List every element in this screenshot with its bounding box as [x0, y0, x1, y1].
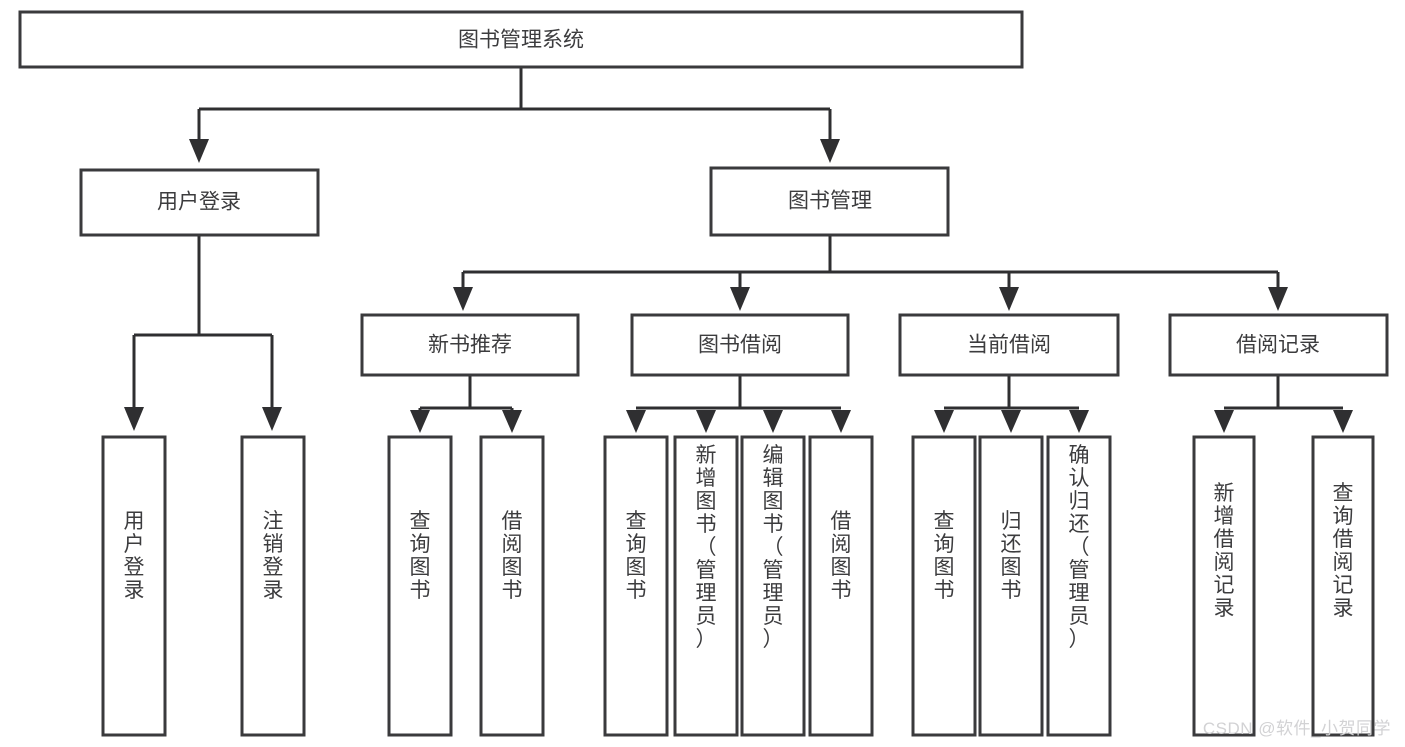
leaf-node-logout[interactable]: 注销登录: [240, 435, 306, 737]
node-user-login[interactable]: 用户登录: [79, 168, 320, 237]
arrowhead-bb-leaf2: [696, 410, 716, 433]
leaf-rect[interactable]: [603, 435, 669, 737]
node-new-book-recommend[interactable]: 新书推荐: [360, 313, 580, 377]
connector-group-user-login: [124, 235, 282, 431]
arrowhead-cb-leaf3: [1069, 410, 1089, 433]
node-book-borrow[interactable]: 图书借阅: [630, 313, 850, 377]
leaf-label: 新增图书（管理员）: [696, 444, 717, 651]
node-book-borrow-rect[interactable]: [630, 313, 850, 377]
connector-group-book-borrow: [626, 375, 851, 433]
leaf-label: 注销登录: [263, 510, 284, 602]
arrowhead-cb-leaf1: [934, 410, 954, 433]
leaf-label: 新增借阅记录: [1214, 482, 1235, 620]
arrowhead-new-book: [453, 287, 473, 311]
node-user-login-label: 用户登录: [157, 191, 241, 214]
leaf-node-query-borrow-record[interactable]: 查询借阅记录: [1311, 435, 1375, 737]
node-current-borrow-rect[interactable]: [898, 313, 1120, 377]
arrowhead-nb-leaf1: [410, 410, 430, 433]
connector-group-current-borrow: [934, 375, 1089, 433]
leaf-rect[interactable]: [387, 435, 453, 737]
leaf-rect[interactable]: [1311, 435, 1375, 737]
leaf-node-add-book-admin[interactable]: 新增图书（管理员）: [673, 435, 739, 737]
node-root-label: 图书管理系统: [458, 29, 584, 52]
arrowhead-leaf-user-login: [124, 407, 144, 431]
leaf-node-confirm-return-admin[interactable]: 确认归还（管理员）: [1046, 435, 1112, 737]
arrowhead-bb-leaf4: [831, 410, 851, 433]
connector-group-new-book: [410, 375, 522, 433]
node-book-management-label: 图书管理: [788, 190, 872, 213]
leaf-label: 归还图书: [1001, 510, 1022, 602]
leaf-rect[interactable]: [1046, 435, 1112, 737]
leaf-node-borrow-book-nb[interactable]: 借阅图书: [479, 435, 545, 737]
leaf-label: 查询借阅记录: [1333, 482, 1354, 620]
node-new-book-recommend-rect[interactable]: [360, 313, 580, 377]
leaf-label: 查询图书: [626, 510, 647, 602]
leaf-node-query-book-nb[interactable]: 查询图书: [387, 435, 453, 737]
arrowhead-current-borrow: [999, 287, 1019, 311]
node-book-management[interactable]: 图书管理: [709, 166, 950, 237]
node-borrow-record-label: 借阅记录: [1236, 334, 1320, 357]
leaf-label: 查询图书: [934, 510, 955, 602]
arrowhead-book-borrow: [730, 287, 750, 311]
leaf-rect[interactable]: [808, 435, 874, 737]
leaf-label: 借阅图书: [502, 510, 523, 602]
node-borrow-record[interactable]: 借阅记录: [1168, 313, 1389, 377]
connector-group-book-mgmt: [453, 235, 1288, 311]
leaf-label: 借阅图书: [831, 510, 852, 602]
leaf-label: 查询图书: [410, 510, 431, 602]
node-book-borrow-label: 图书借阅: [698, 334, 782, 357]
arrowhead-user-login: [189, 139, 209, 163]
node-user-login-rect[interactable]: [79, 168, 320, 237]
csdn-watermark: CSDN @软件_小贺同学: [1202, 719, 1391, 738]
connector-group-borrow-record: [1214, 375, 1353, 433]
leaf-rect[interactable]: [911, 435, 977, 737]
leaf-node-borrow-book-bb[interactable]: 借阅图书: [808, 435, 874, 737]
leaf-rect[interactable]: [479, 435, 545, 737]
leaf-node-return-book[interactable]: 归还图书: [978, 435, 1044, 737]
arrowhead-br-leaf1: [1214, 410, 1234, 433]
leaf-node-edit-book-admin[interactable]: 编辑图书（管理员）: [740, 435, 806, 737]
leaf-rect[interactable]: [673, 435, 739, 737]
leaf-label: 确认归还（管理员）: [1069, 444, 1090, 651]
arrowhead-nb-leaf2: [502, 410, 522, 433]
arrowhead-borrow-record: [1268, 287, 1288, 311]
node-current-borrow[interactable]: 当前借阅: [898, 313, 1120, 377]
leaf-rect[interactable]: [240, 435, 306, 737]
leaf-node-query-book-bb[interactable]: 查询图书: [603, 435, 669, 737]
arrowhead-br-leaf2: [1333, 410, 1353, 433]
node-new-book-recommend-label: 新书推荐: [428, 334, 512, 357]
leaf-rect[interactable]: [1192, 435, 1256, 737]
arrowhead-bb-leaf3: [763, 410, 783, 433]
arrowhead-bb-leaf1: [626, 410, 646, 433]
arrowhead-book-mgmt: [820, 139, 840, 163]
leaf-rect[interactable]: [978, 435, 1044, 737]
node-borrow-record-rect[interactable]: [1168, 313, 1389, 377]
leaf-node-user-login[interactable]: 用户登录: [101, 435, 167, 737]
connector-group-root: [189, 67, 840, 163]
leaf-node-query-book-cb[interactable]: 查询图书: [911, 435, 977, 737]
leaf-label: 用户登录: [124, 510, 145, 602]
node-book-management-rect[interactable]: [709, 166, 950, 237]
node-root[interactable]: 图书管理系统: [18, 10, 1024, 69]
arrowhead-cb-leaf2: [1001, 410, 1021, 433]
leaf-node-add-borrow-record[interactable]: 新增借阅记录: [1192, 435, 1256, 737]
leaf-rect[interactable]: [740, 435, 806, 737]
leaf-label: 编辑图书（管理员）: [763, 444, 784, 651]
leaf-rect[interactable]: [101, 435, 167, 737]
node-current-borrow-label: 当前借阅: [967, 334, 1051, 357]
arrowhead-leaf-logout: [262, 407, 282, 431]
node-root-rect[interactable]: [18, 10, 1024, 69]
